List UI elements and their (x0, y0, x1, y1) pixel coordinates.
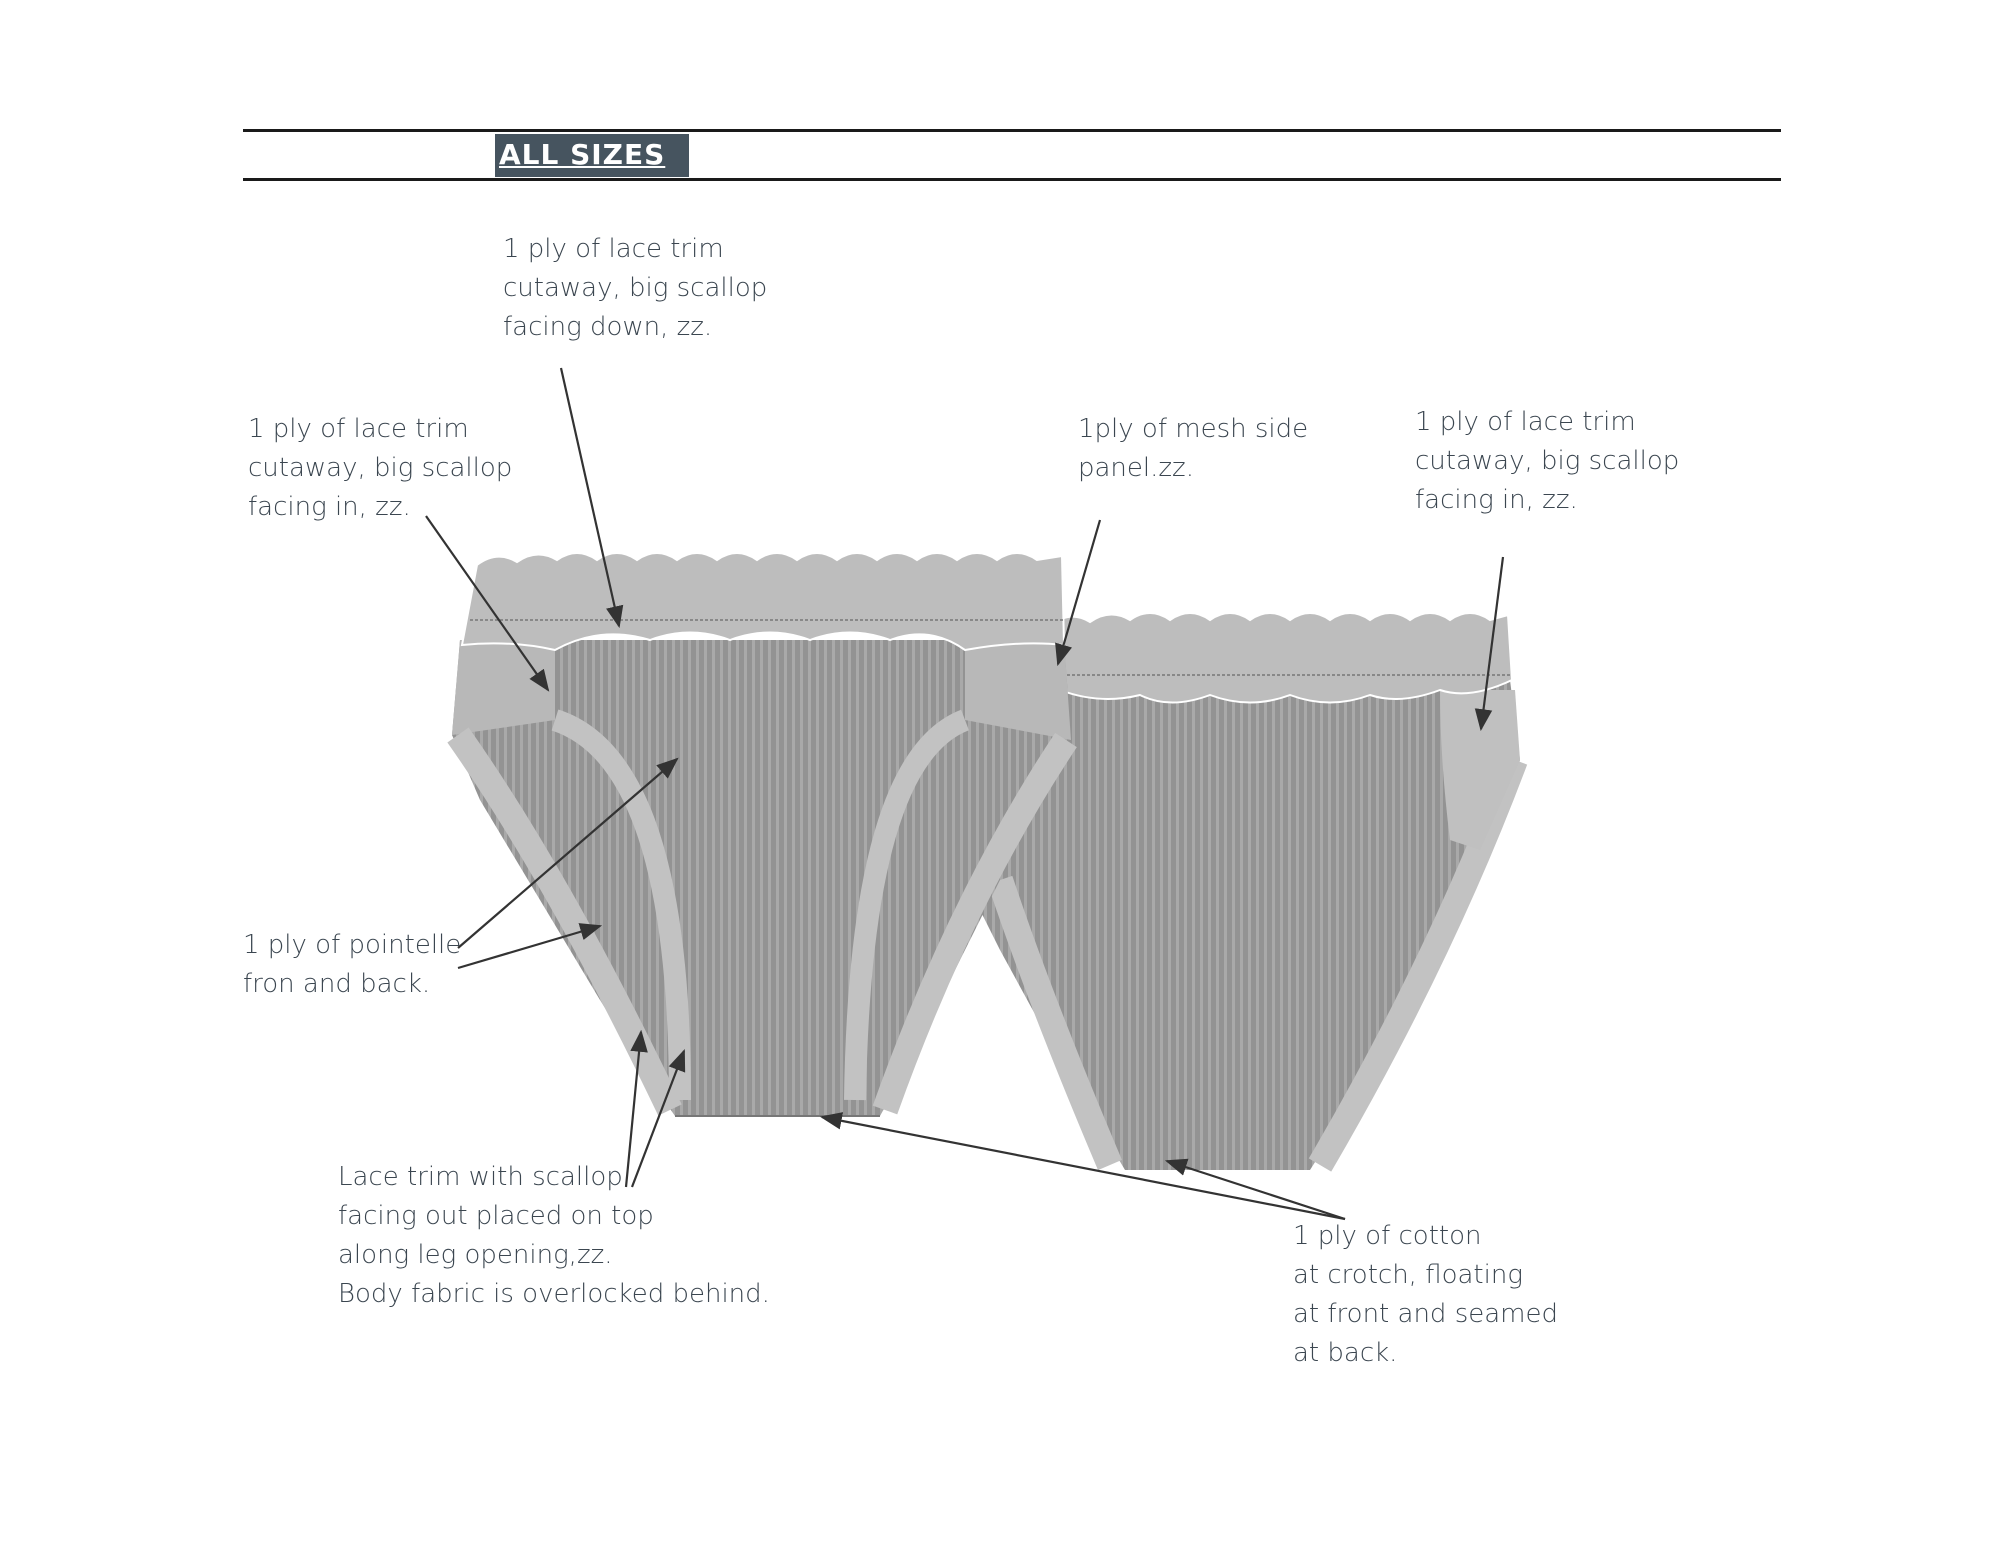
arrow-pointelle-front (457, 757, 679, 949)
callout-back-side-lace: 1 ply of lace trim cutaway, big scallop … (1415, 403, 1679, 520)
size-label-box: ALL SIZES (495, 134, 689, 177)
callout-leg-lace: Lace trim with scallop facing out placed… (338, 1158, 770, 1314)
callout-line: facing in, zz. (248, 492, 411, 522)
back-waistband-lace (1050, 612, 1514, 704)
callout-line: 1 ply of lace trim (503, 234, 724, 264)
front-view-garment (447, 552, 1077, 1117)
callout-line: at crotch, floating (1293, 1260, 1523, 1290)
back-side-lace (1440, 690, 1520, 850)
header-bottom-rule (243, 178, 1781, 181)
arrow-leg-lace-1 (624, 1029, 648, 1188)
callout-waist-lace: 1 ply of lace trim cutaway, big scallop … (503, 230, 767, 347)
back-view-garment (975, 612, 1528, 1172)
arrow-leg-lace-2 (630, 1048, 686, 1188)
arrow-waist-lace (559, 367, 624, 629)
arrow-back-side-lace (1474, 556, 1505, 732)
front-leg-lace-right (872, 732, 1077, 1115)
callout-line: cutaway, big scallop (248, 453, 513, 483)
front-side-panel-left (452, 640, 555, 735)
callout-line: along leg opening,zz. (338, 1240, 613, 1270)
callout-line: facing out placed on top (338, 1201, 654, 1231)
arrow-front-side-lace (425, 515, 550, 692)
callout-line: Lace trim with scallop (338, 1162, 623, 1192)
callout-line: fron and back. (243, 969, 431, 999)
front-leg-lace-inner-right (844, 709, 970, 1101)
size-label: ALL SIZES (499, 138, 666, 171)
callout-arrows (425, 367, 1505, 1221)
callout-line: facing in, zz. (1415, 485, 1578, 515)
callout-front-side-lace: 1 ply of lace trim cutaway, big scallop … (248, 410, 512, 527)
arrow-crotch-front (819, 1112, 1346, 1221)
callout-mesh-panel: 1ply of mesh side panel.zz. (1078, 410, 1308, 488)
callout-line: 1 ply of lace trim (1415, 407, 1636, 437)
callout-line: 1ply of mesh side (1078, 414, 1309, 444)
callout-line: Body fabric is overlocked behind. (338, 1279, 770, 1309)
callout-crotch: 1 ply of cotton at crotch, floating at f… (1293, 1217, 1558, 1373)
callout-line: at back. (1293, 1338, 1398, 1368)
callout-line: facing down, zz. (503, 312, 713, 342)
back-leg-lace-left (987, 875, 1122, 1171)
header-top-rule (243, 129, 1781, 132)
callout-pointelle: 1 ply of pointelle fron and back. (243, 926, 461, 1004)
callout-line: panel.zz. (1078, 453, 1194, 483)
callout-line: 1 ply of pointelle (243, 930, 462, 960)
callout-line: 1 ply of cotton (1293, 1221, 1482, 1251)
arrow-crotch-back (1164, 1158, 1346, 1221)
front-waistband-lace (460, 552, 1066, 652)
callout-line: at front and seamed (1293, 1299, 1558, 1329)
front-side-panel-right (965, 640, 1071, 740)
arrow-mesh-panel (1055, 519, 1102, 667)
front-leg-lace-inner-left (551, 709, 691, 1101)
callout-line: cutaway, big scallop (503, 273, 768, 303)
callout-line: cutaway, big scallop (1415, 446, 1680, 476)
arrow-pointelle-back (457, 923, 603, 970)
callout-line: 1 ply of lace trim (248, 414, 469, 444)
